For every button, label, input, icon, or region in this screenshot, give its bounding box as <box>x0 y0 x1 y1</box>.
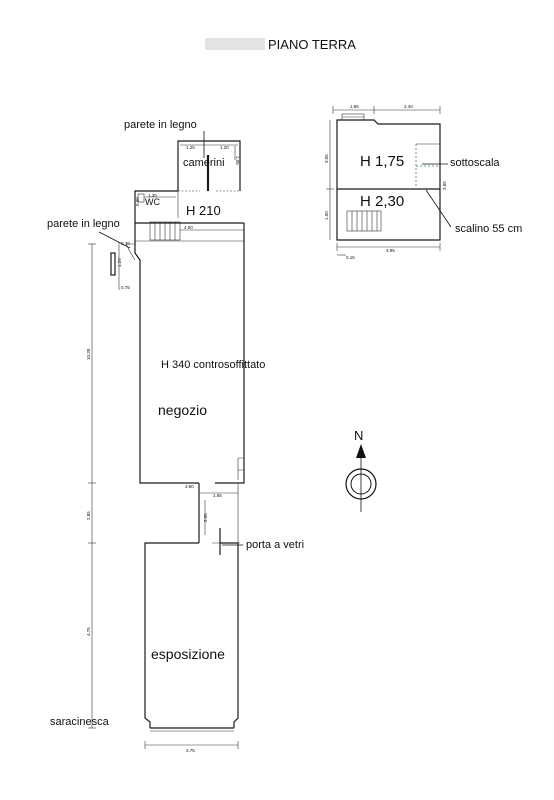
dim-upper-width: 4.00 <box>184 225 193 230</box>
dim-corridor: 2.05 <box>203 513 208 522</box>
inset-walls <box>336 119 441 241</box>
label-wc: WC <box>145 197 160 207</box>
dim-step-offset: 1.65 <box>213 493 222 498</box>
title-text: PIANO TERRA <box>268 37 356 52</box>
dim-left-low: 4.75 <box>86 627 91 636</box>
inset-label-sottoscala: sottoscala <box>450 157 500 169</box>
compass-north: N <box>354 428 363 443</box>
label-esposizione: esposizione <box>151 646 225 662</box>
inset-dim-left-lower: 1.50 <box>324 211 329 220</box>
inset-dim-bottom: 3.95 <box>386 248 395 253</box>
compass-ring-outer <box>345 468 377 500</box>
inset-dim-top-right: 2.40 <box>404 104 413 109</box>
inset-dim-left-upper: 3.05 <box>324 154 329 163</box>
dim-side-bottom: 0.75 <box>121 285 130 290</box>
label-parete-top: parete in legno <box>124 119 197 131</box>
inset-leader-scalino <box>425 189 452 228</box>
dim-left-mid: 2.85 <box>86 511 91 520</box>
wooden-wall-left <box>110 252 116 276</box>
dim-left-long: 10.30 <box>86 348 91 360</box>
inset-plan: 1.65 2.40 3.05 1.50 3.65 <box>324 104 522 260</box>
label-camerini: camerini <box>183 157 225 169</box>
esposizione-walls <box>144 542 239 728</box>
label-controsoffitto: H 340 controsoffittato <box>161 359 265 371</box>
compass: N <box>345 428 377 512</box>
dim-wc-width: 1.35 <box>148 193 157 198</box>
negozio-walls <box>134 223 245 484</box>
inset-dim-top-left: 1.65 <box>350 104 359 109</box>
inset-label-scalino: scalino 55 cm <box>455 223 522 235</box>
inset-sottoscala-box <box>415 144 440 188</box>
leader-parete-left <box>98 231 131 249</box>
label-negozio: negozio <box>158 402 207 418</box>
dim-step-width: 3.80 <box>185 484 194 489</box>
door-swing-left <box>125 243 136 261</box>
dim-bottom-width: 3.75 <box>186 748 195 753</box>
label-parete-left: parete in legno <box>47 218 120 230</box>
inset-label-h-high: H 1,75 <box>360 153 404 170</box>
label-saracinesca: saracinesca <box>50 716 110 728</box>
door-swing-right <box>237 457 244 480</box>
label-porta: porta a vetri <box>246 539 304 551</box>
wc-fixture <box>137 193 145 203</box>
dim-cam-left: 1.25 <box>186 145 195 150</box>
title-block: PIANO TERRA <box>205 37 356 52</box>
camerini-walls <box>177 140 241 191</box>
title-redaction <box>205 38 265 50</box>
inset-stairs <box>346 210 382 232</box>
dim-cam-right: 1.20 <box>220 145 229 150</box>
dim-side-top: 0.70 <box>121 241 130 246</box>
compass-ring-inner <box>350 473 372 495</box>
stairs <box>149 221 181 241</box>
inset-label-h-low: H 2,30 <box>360 193 404 210</box>
label-h210: H 210 <box>186 203 221 218</box>
wc-walls <box>134 190 178 223</box>
inset-dim-step: 0.15 <box>346 255 355 260</box>
dim-cam-height: 1.05 <box>235 156 240 165</box>
main-plan: parete in legno parete in legno camerini… <box>47 119 304 753</box>
dim-wc-height: 0.90 <box>135 197 140 206</box>
inset-dim-right: 3.65 <box>442 181 447 190</box>
compass-arrow <box>356 444 366 458</box>
dim-side-mid: 1.25 <box>117 258 122 267</box>
